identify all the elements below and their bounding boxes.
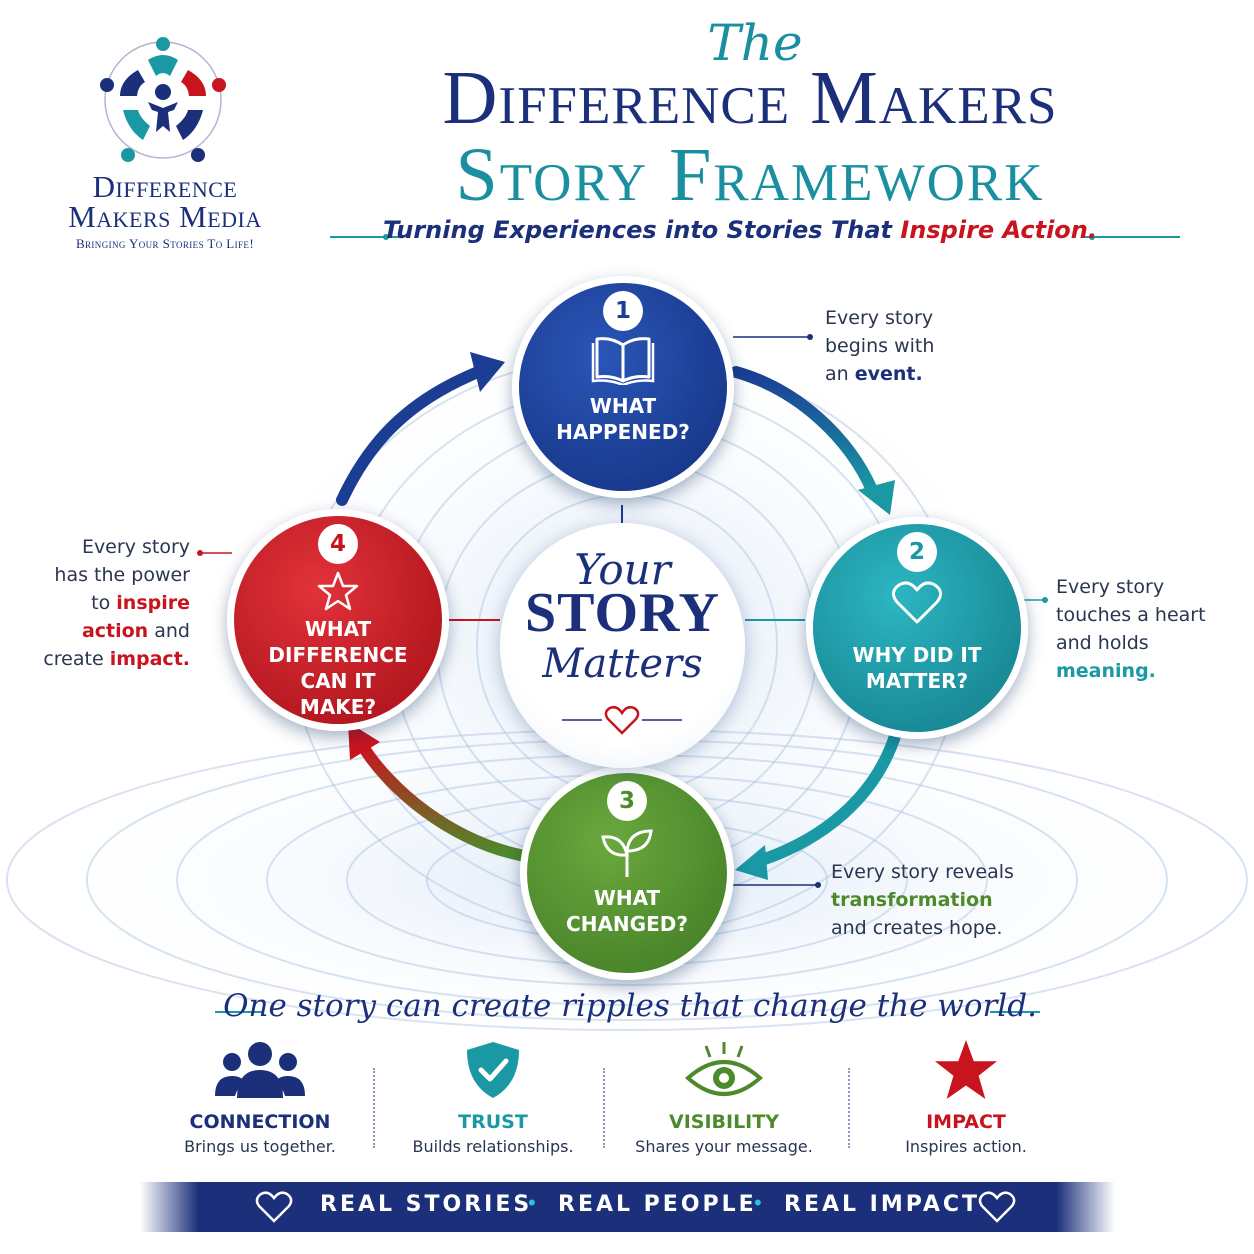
brand-tagline: Bringing Your Stories To Life! <box>75 236 255 251</box>
step-1-label: WHAT HAPPENED? <box>556 394 690 444</box>
title-the: The <box>707 14 803 72</box>
pillar-trust: TRUST Builds relationships. <box>383 1040 603 1156</box>
step-3-circle: 3 WHAT CHANGED? <box>520 766 734 980</box>
bottom-banner: REAL STORIES • REAL PEOPLE • REAL IMPACT <box>140 1182 1115 1232</box>
step-1-number: 1 <box>603 291 643 331</box>
center-matters: Matters <box>542 641 703 687</box>
brand-logo-icon <box>100 37 226 162</box>
banner-item-1: REAL STORIES <box>320 1192 533 1217</box>
heart-icon <box>892 581 942 624</box>
step-2-desc-highlight: meaning. <box>1056 660 1156 682</box>
banner-heart-left-icon <box>255 1191 293 1223</box>
step-4-circle: 4 WHAT DIFFERENCE CAN IT MAKE? <box>227 509 449 731</box>
step-4-desc-inspire: inspire <box>116 592 190 614</box>
pillar-divider <box>848 1068 850 1148</box>
pillar-divider <box>373 1068 375 1148</box>
step-4-desc-line3: to inspire <box>20 589 190 617</box>
step-4-desc-line2: has the power <box>54 564 190 586</box>
step-3-desc-text: Every story reveals <box>831 861 1014 883</box>
brand-name-line1: Difference <box>92 169 238 204</box>
star-outline-icon <box>317 571 359 611</box>
center-your: Your <box>574 545 671 594</box>
step-3-desc-after: and creates hope. <box>831 917 1003 939</box>
step-4-desc-line5-text: create <box>43 648 110 670</box>
step-2-label: WHY DID IT MATTER? <box>852 643 982 693</box>
pillar-trust-desc: Builds relationships. <box>412 1137 574 1156</box>
star-icon <box>935 1040 997 1100</box>
pillar-visibility: VISIBILITY Shares your message. <box>614 1040 834 1156</box>
pillar-trust-title: TRUST <box>458 1111 528 1133</box>
step-4-desc-line5: create impact. <box>20 645 190 673</box>
pillar-impact: IMPACT Inspires action. <box>856 1040 1076 1156</box>
center-heart-icon <box>562 705 682 735</box>
step-4-desc-impact: impact. <box>109 648 190 670</box>
step-4-desc-line4: action and <box>20 617 190 645</box>
step-2-circle: 2 WHY DID IT MATTER? <box>806 517 1028 739</box>
sprout-icon <box>601 829 653 877</box>
title-line2: Story Framework <box>455 133 1045 217</box>
tagline-highlight: Inspire Action. <box>900 216 1097 244</box>
eye-icon <box>684 1042 764 1096</box>
pillar-visibility-desc: Shares your message. <box>635 1137 813 1156</box>
step-4-number: 4 <box>318 524 358 564</box>
pillar-connection-title: CONNECTION <box>189 1111 331 1133</box>
step-4-desc-line3-text: to <box>91 592 117 614</box>
people-group-icon <box>215 1042 305 1098</box>
step-3-number: 3 <box>607 781 647 821</box>
ripple-statement: One story can create ripples that change… <box>223 988 1037 1024</box>
title-line1: Difference Makers <box>442 56 1058 140</box>
step-2-description: Every story touches a heart and holds me… <box>1056 573 1206 685</box>
pillar-visibility-title: VISIBILITY <box>669 1111 779 1133</box>
banner-heart-right-icon <box>978 1191 1016 1223</box>
step-4-description: Every story has the power to inspire act… <box>20 533 190 673</box>
step-4-label: WHAT DIFFERENCE CAN IT MAKE? <box>268 617 408 719</box>
pillar-impact-title: IMPACT <box>926 1111 1006 1133</box>
shield-check-icon <box>467 1042 519 1098</box>
tagline-text: Turning Experiences into Stories That <box>382 216 901 244</box>
step-1-desc-highlight: event. <box>854 363 923 385</box>
center-story: STORY <box>525 582 720 644</box>
brand-name: Difference Makers Media <box>50 169 280 234</box>
pillar-connection-desc: Brings us together. <box>184 1137 336 1156</box>
step-1-desc-text: Every story begins with an <box>825 307 935 385</box>
step-1-description: Every story begins with an event. <box>825 304 934 388</box>
title-tagline: Turning Experiences into Stories That In… <box>370 216 1110 244</box>
pillar-divider <box>603 1068 605 1148</box>
step-4-desc-action: action <box>81 620 149 642</box>
pillar-connection: CONNECTION Brings us together. <box>150 1040 370 1156</box>
banner-item-3: REAL IMPACT <box>784 1192 981 1217</box>
step-2-desc-text: Every story touches a heart and holds <box>1056 576 1206 654</box>
step-3-desc-highlight: transformation <box>831 889 993 911</box>
open-book-icon <box>591 337 655 385</box>
center-your-story-matters: Your STORY Matters <box>500 523 745 768</box>
banner-item-2: REAL PEOPLE <box>558 1192 757 1217</box>
step-1-circle: 1 WHAT HAPPENED? <box>512 276 734 498</box>
brand-name-line2: Makers Media <box>68 199 262 234</box>
banner-separator: • <box>754 1190 762 1215</box>
step-4-desc-line1: Every story <box>81 536 190 558</box>
banner-separator: • <box>528 1190 536 1215</box>
step-2-number: 2 <box>897 532 937 572</box>
pillar-impact-desc: Inspires action. <box>905 1137 1027 1156</box>
step-4-desc-line4-text: and <box>148 620 190 642</box>
step-3-label: WHAT CHANGED? <box>566 886 688 936</box>
step-3-description: Every story reveals transformation and c… <box>831 858 1014 942</box>
